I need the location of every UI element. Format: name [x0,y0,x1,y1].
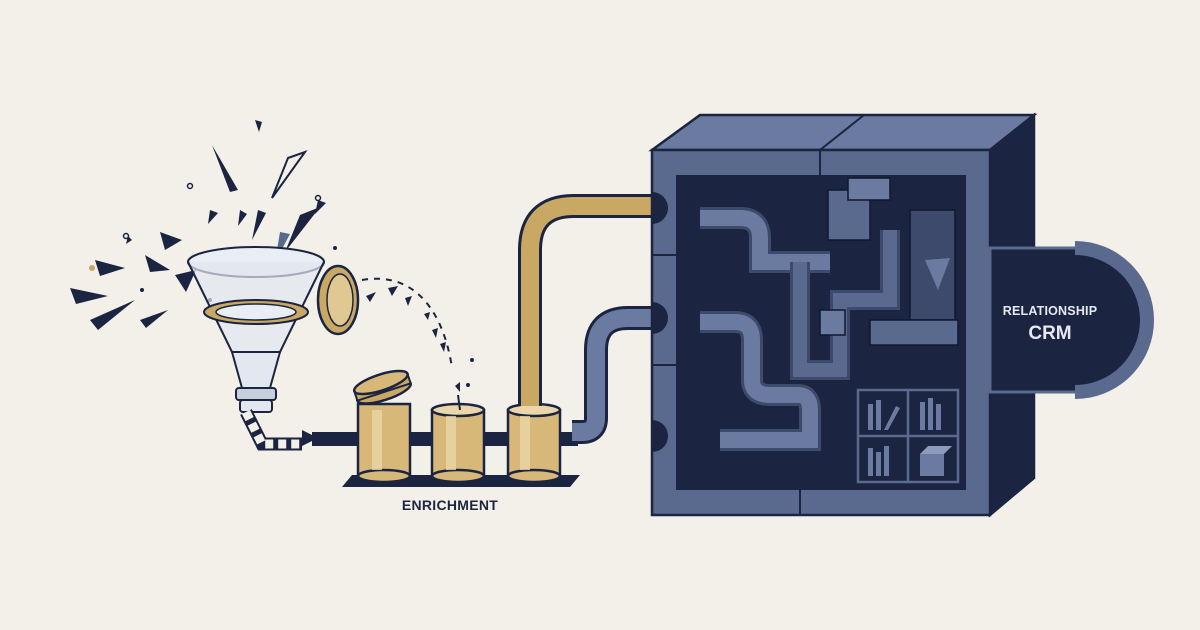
pipe-icon [518,194,652,444]
canister-icon [430,394,486,484]
relationship-label: RELATIONSHIP [1002,304,1098,318]
flow-arc [361,277,453,369]
canister-icon [352,369,412,484]
enrichment-label: ENRICHMENT [401,497,499,513]
crm-label: CRM [1028,323,1072,344]
flight-particles [366,286,474,392]
funnel-icon [187,246,325,451]
crm-tab-rim [1074,241,1154,399]
crm-cabinet-icon [648,112,1038,518]
canister-icon [506,402,562,484]
shelf-icon [856,388,960,484]
debris-particles [70,120,337,330]
filter-lid-icon [316,264,360,336]
